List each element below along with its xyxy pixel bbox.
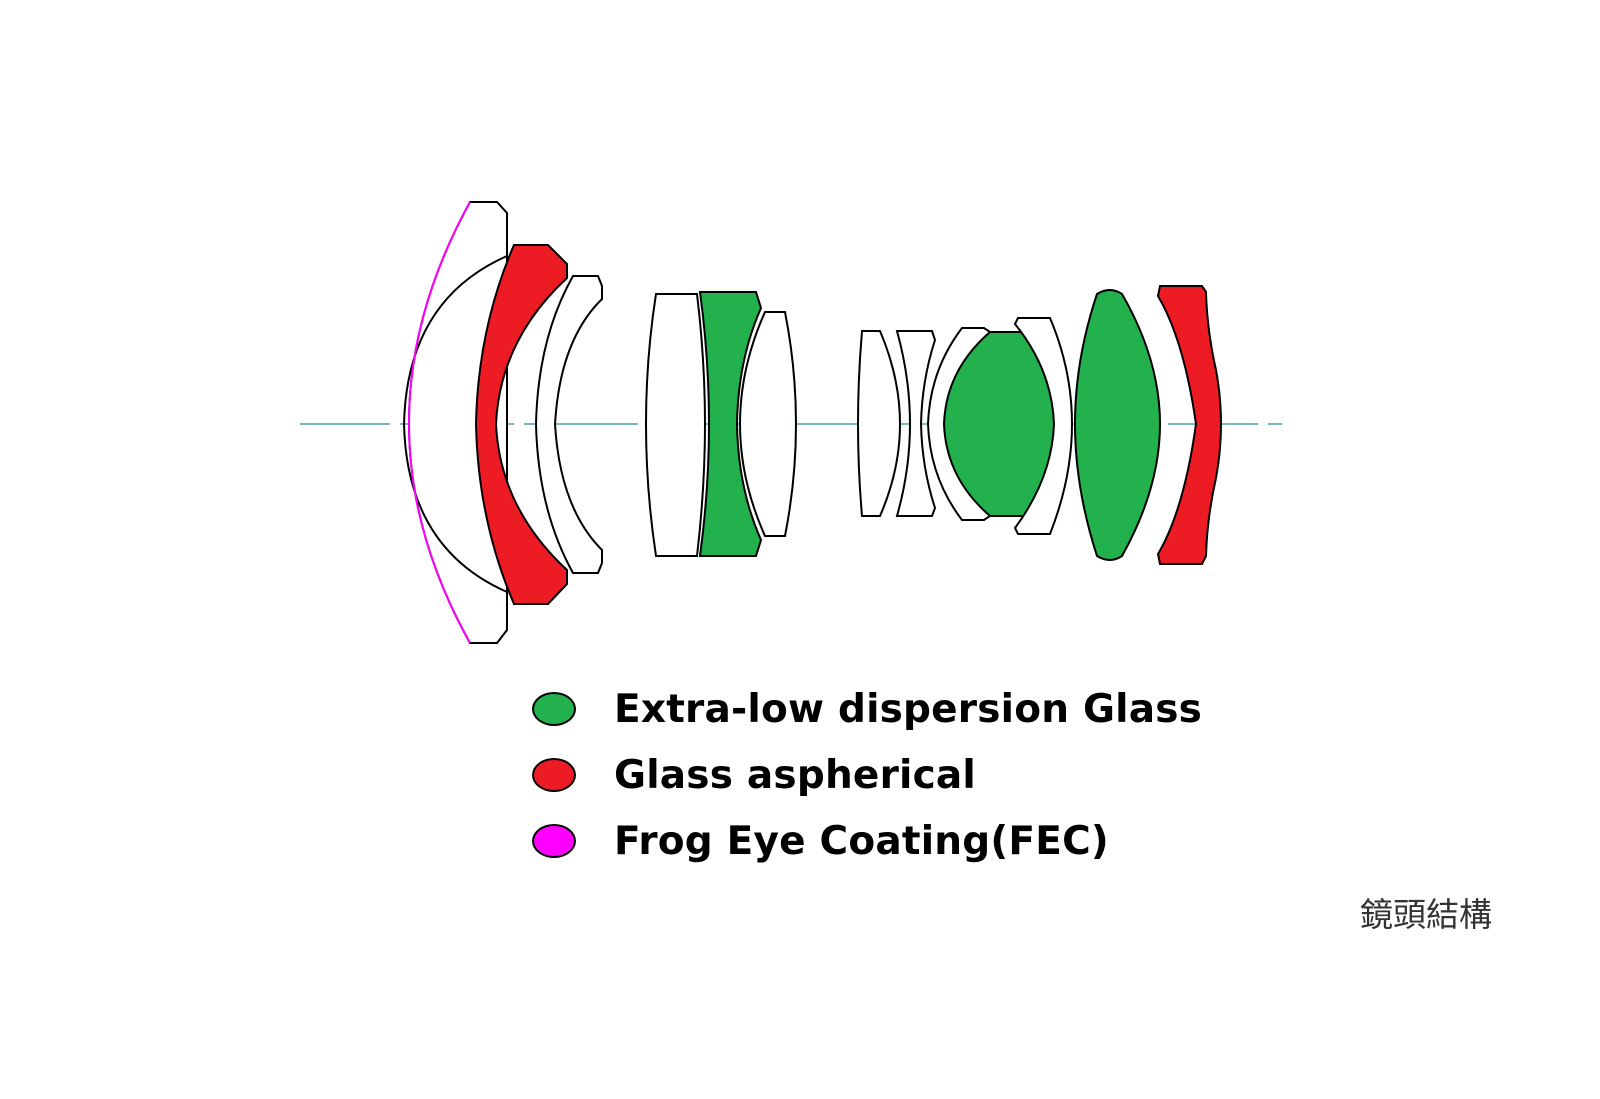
- green-ellipse-swatch-icon: [532, 692, 576, 726]
- lens-element-aspherical-2: [1156, 285, 1222, 565]
- caption-lens-construction: 鏡頭結構: [1360, 895, 1492, 934]
- lens-element-small-1: [856, 330, 902, 517]
- lens-element-ed-3: [1073, 289, 1162, 561]
- legend: Extra-low dispersion Glass Glass aspheri…: [532, 676, 1202, 874]
- legend-label-fec: Frog Eye Coating(FEC): [614, 818, 1109, 864]
- legend-label-ed-glass: Extra-low dispersion Glass: [614, 686, 1203, 732]
- fec-coating-surface[interactable]: [408, 201, 471, 644]
- lens-element-positive-1: [738, 311, 798, 537]
- lens-element-positive-2: [1013, 317, 1074, 535]
- lens-inner-surface: [402, 255, 508, 593]
- magenta-ellipse-swatch-icon: [532, 824, 576, 858]
- legend-label-aspherical: Glass aspherical: [614, 752, 976, 798]
- red-ellipse-swatch-icon: [532, 758, 576, 792]
- lens-element-small-2: [895, 330, 937, 517]
- legend-item-ed-glass: Extra-low dispersion Glass: [532, 676, 1202, 742]
- lens-element-biconvex-1: [644, 293, 707, 557]
- legend-item-fec: Frog Eye Coating(FEC): [532, 808, 1202, 874]
- lens-element-ed-1: [698, 291, 763, 557]
- lens-element-meniscus-2: [534, 275, 603, 574]
- lens-element-aspherical-1: [474, 244, 568, 605]
- legend-item-aspherical: Glass aspherical: [532, 742, 1202, 808]
